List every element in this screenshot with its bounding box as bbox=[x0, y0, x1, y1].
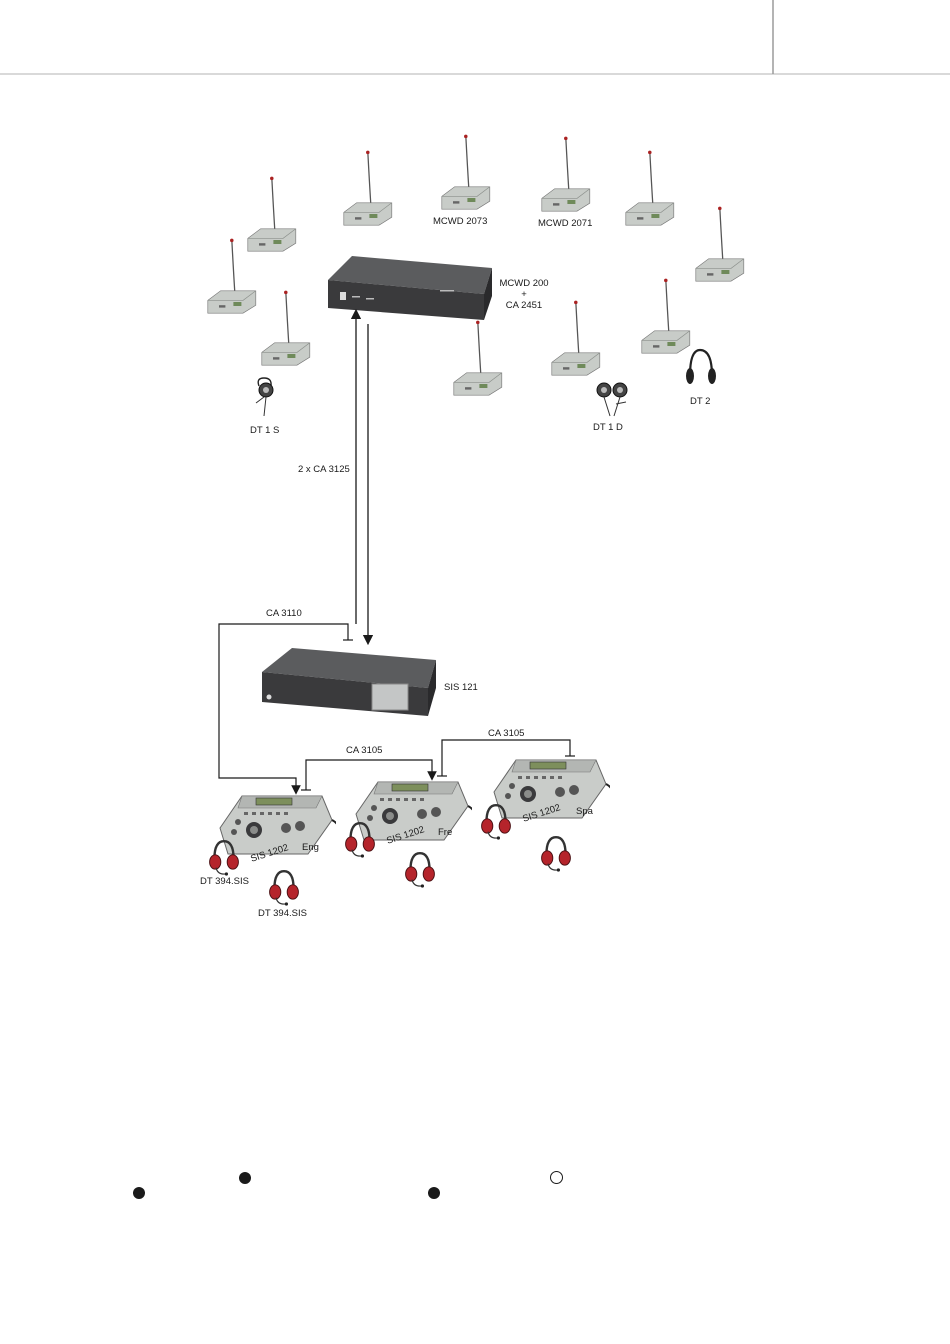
sis-121-unit bbox=[262, 648, 436, 716]
console-fre-lang: Fre bbox=[438, 827, 452, 838]
listener-label-dt1d: DT 1 D bbox=[593, 422, 623, 433]
mic-unit bbox=[344, 151, 392, 226]
headset-icon bbox=[270, 871, 299, 905]
central-unit-label-line1: MCWD 200 bbox=[498, 278, 550, 289]
central-unit bbox=[328, 256, 492, 320]
central-unit-label-line2: + bbox=[498, 289, 550, 300]
single-earphone-icon bbox=[256, 378, 273, 416]
loop-cable-label: CA 3110 bbox=[266, 608, 302, 619]
link-cable-2-label: CA 3105 bbox=[488, 728, 524, 739]
open-bullet-icon bbox=[550, 1171, 563, 1184]
headset-label-1: DT 394.SIS bbox=[200, 876, 249, 887]
filled-bullet-icon bbox=[239, 1172, 251, 1184]
listener-label-dt2: DT 2 bbox=[690, 396, 710, 407]
mic-unit bbox=[626, 151, 674, 226]
central-unit-label: MCWD 200 + CA 2451 bbox=[498, 278, 550, 311]
headset-icon bbox=[406, 853, 435, 887]
filled-bullet-icon bbox=[133, 1187, 145, 1199]
link-cable-1-label: CA 3105 bbox=[346, 745, 382, 756]
mic-unit bbox=[248, 177, 296, 252]
double-earphone-icon bbox=[597, 383, 627, 416]
mic-unit bbox=[642, 279, 690, 354]
mic-unit bbox=[696, 207, 744, 282]
stereo-headphone-icon bbox=[686, 350, 716, 384]
mic-unit bbox=[442, 135, 490, 210]
headset-label-2: DT 394.SIS bbox=[258, 908, 307, 919]
sis-121-label: SIS 121 bbox=[444, 682, 478, 693]
mic-unit bbox=[552, 301, 600, 376]
central-unit-label-line3: CA 2451 bbox=[498, 300, 550, 311]
console-spa-lang: Spa bbox=[576, 806, 593, 817]
console-eng-lang: Eng bbox=[302, 842, 319, 853]
mic-unit bbox=[542, 137, 590, 212]
mic-unit bbox=[454, 321, 502, 396]
filled-bullet-icon bbox=[428, 1187, 440, 1199]
trunk-cable-label: 2 x CA 3125 bbox=[298, 464, 350, 475]
mic-label-2071: MCWD 2071 bbox=[538, 218, 592, 229]
mic-label-2073: MCWD 2073 bbox=[433, 216, 487, 227]
headset-icon bbox=[542, 837, 571, 871]
mic-unit bbox=[262, 291, 310, 366]
listener-label-dt1s: DT 1 S bbox=[250, 425, 279, 436]
